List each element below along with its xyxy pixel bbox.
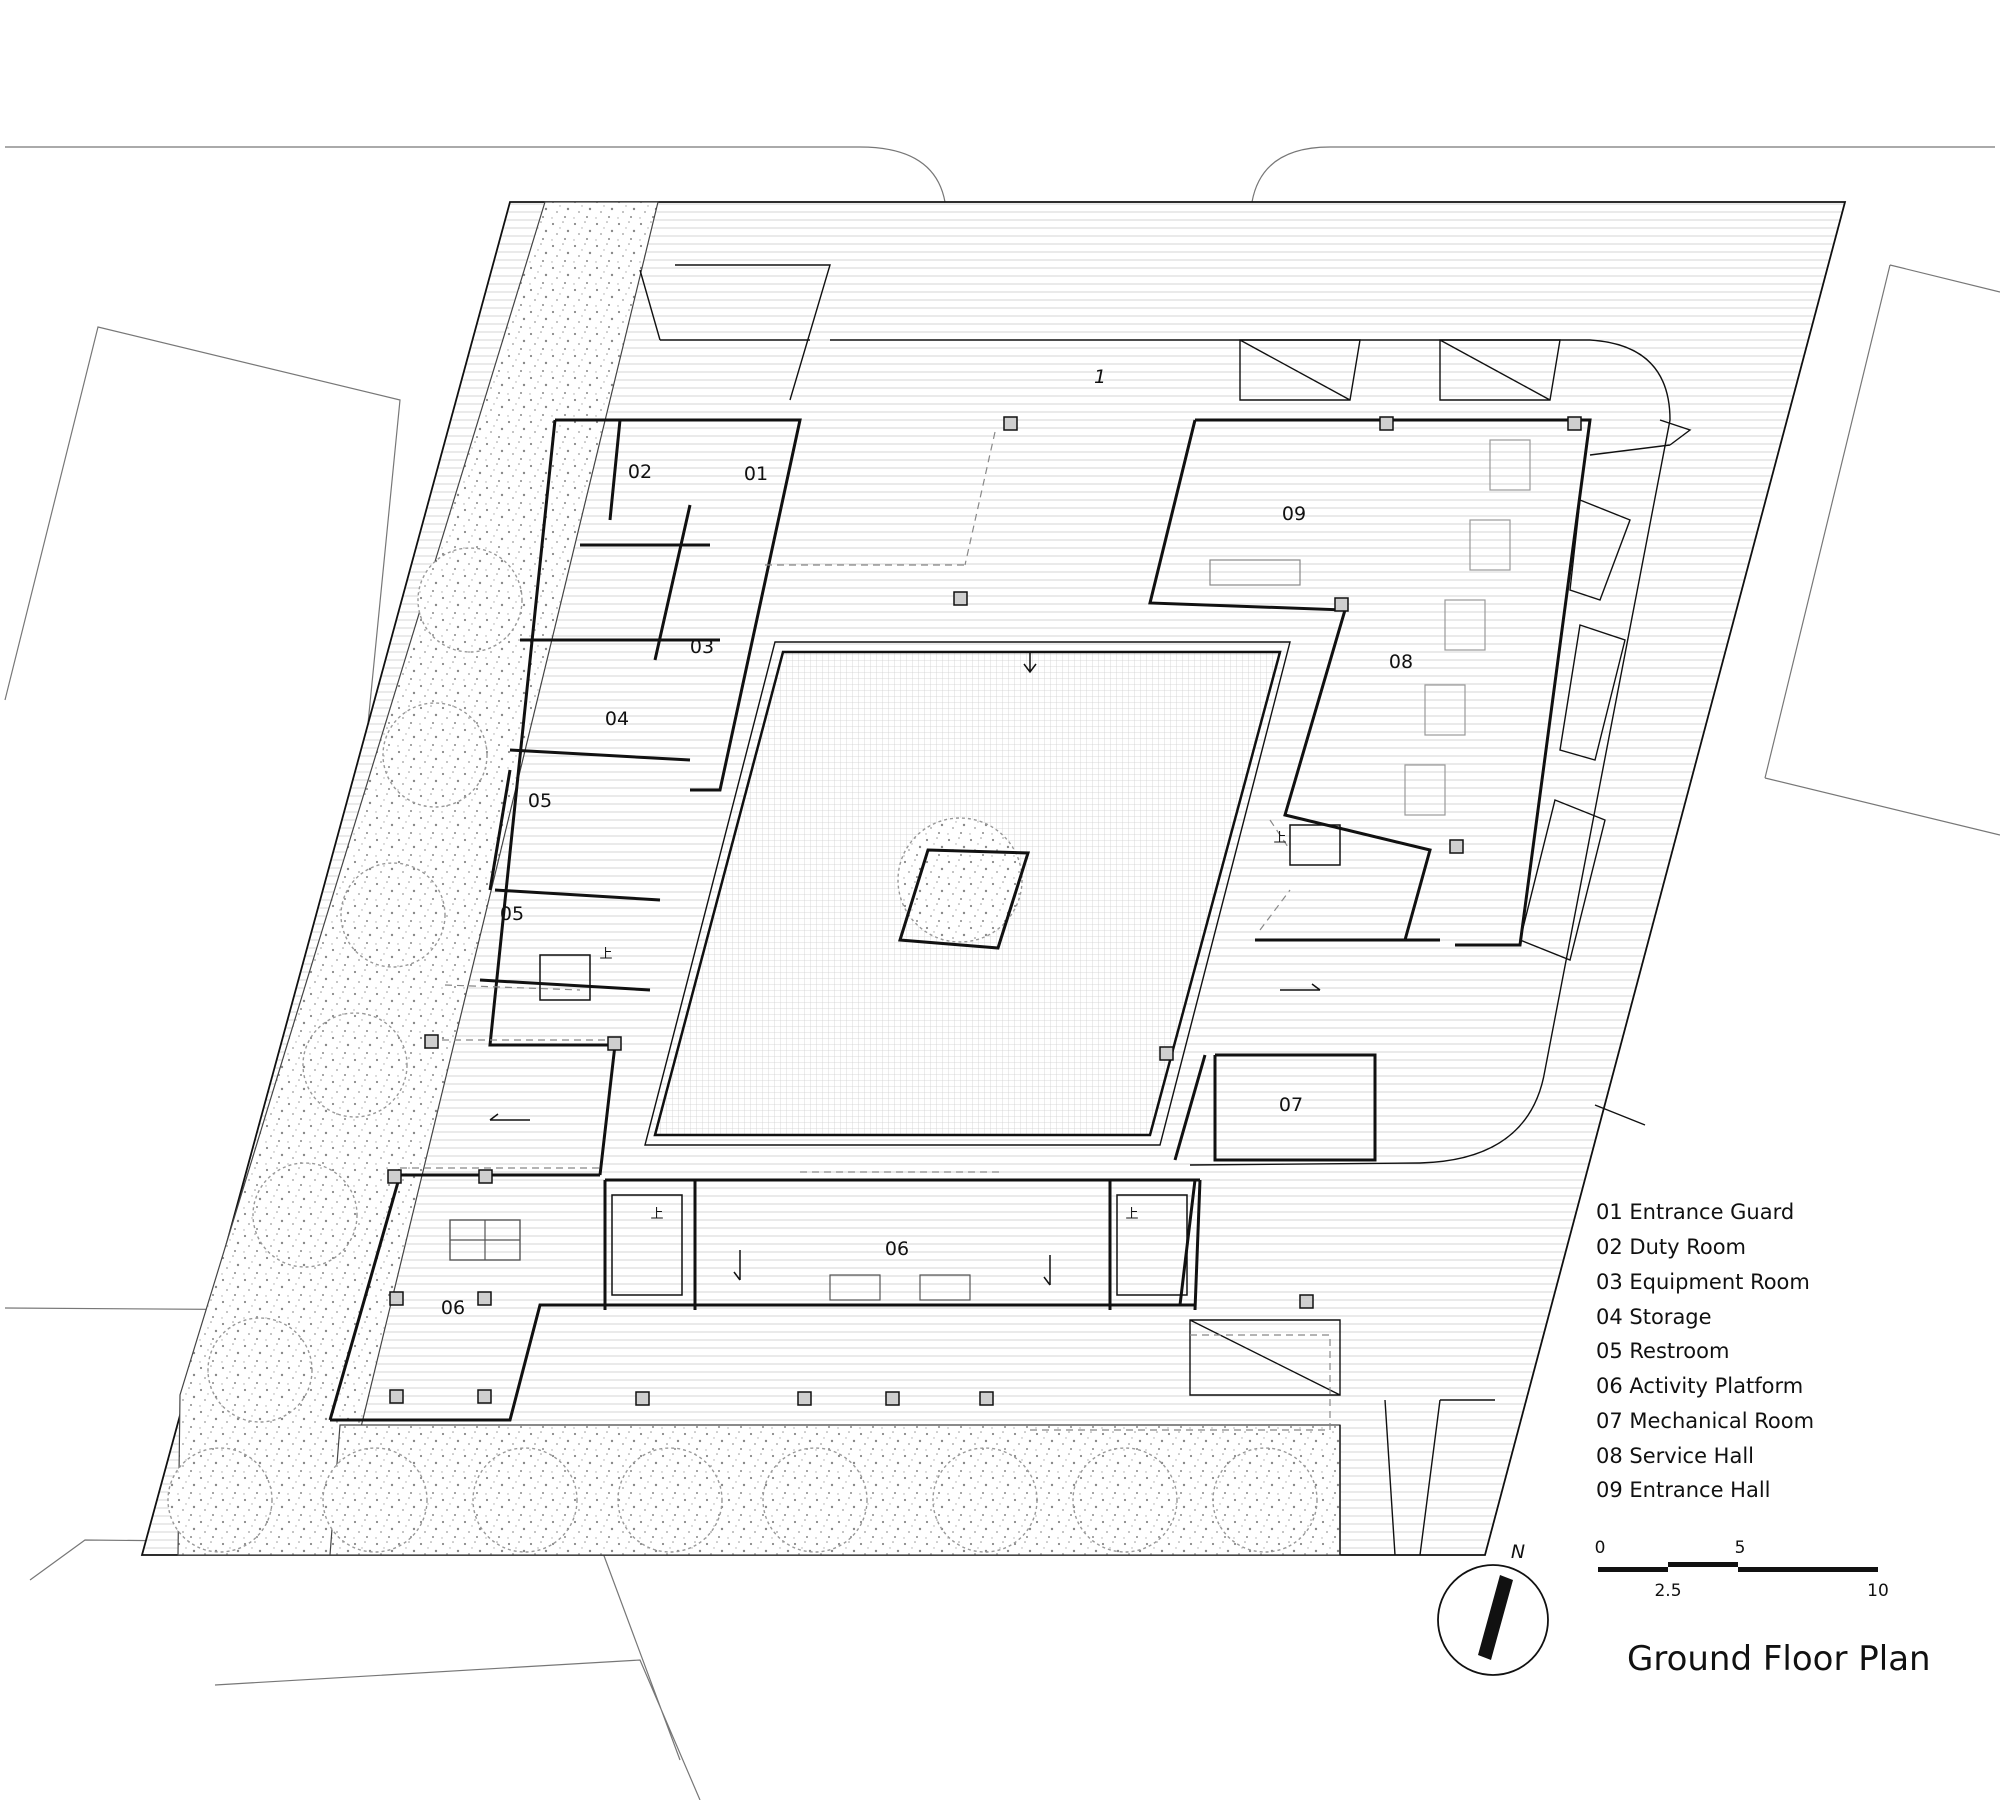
legend-item: 02 Duty Room (1596, 1235, 1746, 1259)
legend-item: 04 Storage (1596, 1305, 1712, 1329)
north-arrow: N (1437, 1541, 1549, 1676)
room-label-05-upper: 05 (528, 790, 552, 812)
room-labels: 02 01 03 04 05 05 09 08 07 06 06 1 (441, 366, 1413, 1319)
stair-up-marks: 上 上 上 上 (599, 831, 1286, 1222)
room-label-09: 09 (1282, 503, 1306, 525)
north-label: N (1511, 1541, 1525, 1563)
trees (167, 547, 1318, 1553)
scale-tick-label: 5 (1735, 1538, 1746, 1558)
stair-up-mark: 上 (1125, 1207, 1138, 1222)
legend-item: 08 Service Hall (1596, 1444, 1754, 1468)
stair-up-mark: 上 (599, 947, 612, 962)
room-label-08: 08 (1389, 651, 1413, 673)
furniture (449, 439, 1531, 1301)
scale-tick-label: 0 (1595, 1538, 1606, 1558)
scale-tick-label: 10 (1867, 1581, 1889, 1601)
legend-item: 01 Entrance Guard (1596, 1200, 1794, 1224)
drawing-title: Ground Floor Plan (1627, 1639, 1931, 1679)
dashed-outlines (400, 431, 1331, 1431)
room-label-04: 04 (605, 708, 629, 730)
stair-up-mark: 上 (650, 1207, 663, 1222)
scale-tick-label: 2.5 (1654, 1581, 1681, 1601)
legend-item: 06 Activity Platform (1596, 1374, 1803, 1398)
legend-item: 03 Equipment Room (1596, 1270, 1810, 1294)
stairs (539, 824, 1341, 1296)
room-label-06-left: 06 (441, 1297, 465, 1319)
legend-item: 05 Restroom (1596, 1339, 1729, 1363)
building-walls (328, 418, 1592, 1422)
room-label-06-center: 06 (885, 1238, 909, 1260)
scale-bar: 0 5 2.5 10 (1595, 1538, 1889, 1601)
room-label-02: 02 (628, 461, 652, 483)
room-label-07: 07 (1279, 1094, 1303, 1116)
legend-item: 07 Mechanical Room (1596, 1409, 1814, 1433)
room-label-01: 01 (744, 463, 768, 485)
legend: 01 Entrance Guard 02 Duty Room 03 Equipm… (1596, 1200, 1814, 1502)
north-arrow-needle-icon (1478, 1575, 1513, 1660)
legend-item: 09 Entrance Hall (1596, 1478, 1771, 1502)
courtyard-tree-planter (897, 817, 1031, 950)
stair-up-mark: 上 (1273, 831, 1286, 846)
site-context (4, 146, 2000, 1800)
circulation-arrows (489, 652, 1321, 1286)
zone-mark: 1 (1094, 366, 1106, 388)
room-label-05-lower: 05 (500, 903, 524, 925)
room-label-03: 03 (690, 636, 714, 658)
columns (387, 416, 1582, 1406)
